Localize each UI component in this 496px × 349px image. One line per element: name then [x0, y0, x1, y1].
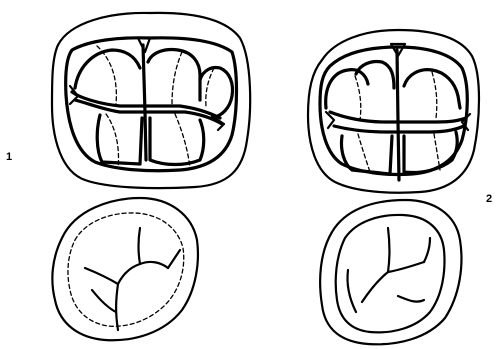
- fig2-lower-inner: [336, 215, 445, 332]
- fig2-vertical-groove: [397, 50, 399, 180]
- fig1-cusp-outline: [148, 50, 200, 101]
- fig2-upper-outline: [308, 30, 479, 193]
- fig1-lower-fissure: [139, 228, 141, 264]
- fig1-lower-dashed-ring: [68, 213, 184, 326]
- fig2-lower-fissure: [398, 296, 424, 302]
- fig1-lower-fissure: [92, 290, 116, 312]
- fig1-lower-outline: [52, 198, 198, 340]
- fig2-cusp-outline: [404, 70, 460, 108]
- fig2-dashed-line: [355, 76, 361, 120]
- fig1-vertical-groove: [143, 45, 146, 160]
- fig1-dashed-line: [106, 114, 119, 168]
- figure-1-label: 1: [6, 151, 12, 163]
- figure-2-label: 2: [486, 193, 492, 205]
- fig1-cusp-outline: [97, 115, 142, 164]
- fig2-cusp-outline: [404, 132, 457, 173]
- figure-1-group: 1: [6, 13, 250, 340]
- fig2-lower-fissure: [388, 228, 424, 272]
- fig2-lower-fissure: [424, 238, 430, 262]
- fig1-lower-fissure: [85, 262, 168, 284]
- figure-2-group: 2: [308, 30, 492, 344]
- fig2-dashed-line: [432, 72, 437, 118]
- fig1-lower-fissure: [168, 250, 180, 268]
- fig2-cusp-outline: [326, 70, 368, 108]
- fig2-lower-fissure: [362, 272, 388, 302]
- fig1-dashed-line: [206, 68, 214, 106]
- fig2-dashed-line: [434, 134, 440, 170]
- fig1-cusp-outline: [150, 118, 204, 165]
- fig1-dashed-line: [172, 52, 182, 104]
- fig1-cusp-outline: [75, 50, 140, 88]
- fig2-dashed-line: [358, 134, 370, 172]
- fig1-lower-fissure: [116, 284, 118, 330]
- fig1-dashed-line: [175, 114, 190, 168]
- fig2-lower-fissure: [347, 270, 356, 312]
- fig2-cusp-outline: [341, 136, 392, 174]
